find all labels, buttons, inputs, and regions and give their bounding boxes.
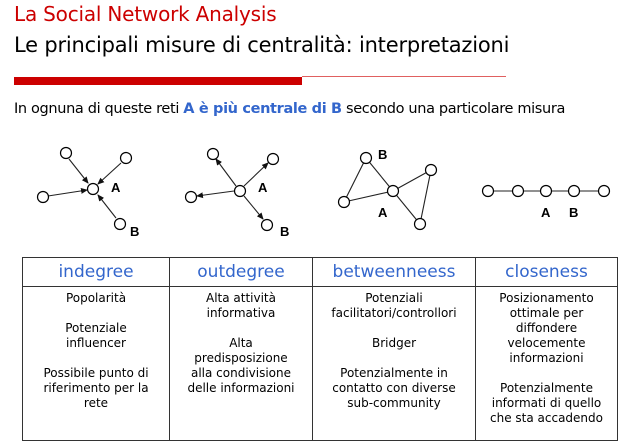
header-betweenness: betweenneess xyxy=(312,257,476,287)
cell-text: Posizionamento ottimale per diffondere v… xyxy=(499,291,594,365)
table-header-row: indegree outdegree betweenneess closenes… xyxy=(22,257,618,287)
network-4-label-a: A xyxy=(541,205,551,220)
cell-indegree: Popolarità Potenziale influencer Possibi… xyxy=(22,286,170,441)
network-closeness: A B xyxy=(481,184,611,220)
cell-betweenness: Potenziali facilitatori/controllori Brid… xyxy=(312,286,476,441)
cell-outdegree: Alta attività informativa Alta predispos… xyxy=(169,286,313,441)
network-4-label-b: B xyxy=(569,205,578,220)
cell-text: Popolarità xyxy=(65,291,127,305)
network-2-label-b: B xyxy=(280,224,289,239)
intro-highlight: A è più centrale di B xyxy=(183,101,342,117)
network-diagrams: A B A B B A A xyxy=(36,146,611,239)
intro-text-after: secondo una particolare misura xyxy=(341,101,566,117)
cell-closeness: Posizionamento ottimale per diffondere v… xyxy=(475,286,618,441)
network-1-label-a: A xyxy=(111,180,121,195)
intro-text-before: In ognuna di queste reti xyxy=(14,101,184,117)
cell-text: Bridger xyxy=(371,336,417,350)
header-closeness: closeness xyxy=(475,257,618,287)
title-underline-bar xyxy=(14,77,302,85)
cell-text: Possibile punto di riferimento per la re… xyxy=(43,366,149,410)
title-underline-line xyxy=(302,76,506,77)
network-betweenness: B A xyxy=(337,147,438,231)
slide-title: La Social Network Analysis xyxy=(14,2,277,26)
header-indegree: indegree xyxy=(22,257,170,287)
network-2-label-a: A xyxy=(258,180,268,195)
cell-text: Potenziali facilitatori/controllori xyxy=(331,291,457,320)
cell-text: Potenziale influencer xyxy=(65,321,127,350)
table-row: Popolarità Potenziale influencer Possibi… xyxy=(22,286,618,441)
network-3-label-b: B xyxy=(378,147,387,162)
centrality-measures-table: indegree outdegree betweenneess closenes… xyxy=(22,257,618,441)
network-3-label-a: A xyxy=(378,205,388,220)
cell-text: Potenzialmente in contatto con diverse s… xyxy=(332,366,456,410)
network-outdegree: A B xyxy=(184,147,289,239)
cell-text: Alta attività informativa xyxy=(205,291,276,320)
network-1-label-b: B xyxy=(130,224,139,239)
intro-sentence: In ognuna di queste reti A è più central… xyxy=(14,101,565,117)
cell-text: Potenzialmente informati di quello che s… xyxy=(490,381,603,425)
cell-text: Alta predisposizione alla condivisione d… xyxy=(187,336,295,395)
header-outdegree: outdegree xyxy=(169,257,313,287)
network-indegree: A B xyxy=(36,146,139,239)
slide-subtitle: Le principali misure di centralità: inte… xyxy=(14,33,510,57)
